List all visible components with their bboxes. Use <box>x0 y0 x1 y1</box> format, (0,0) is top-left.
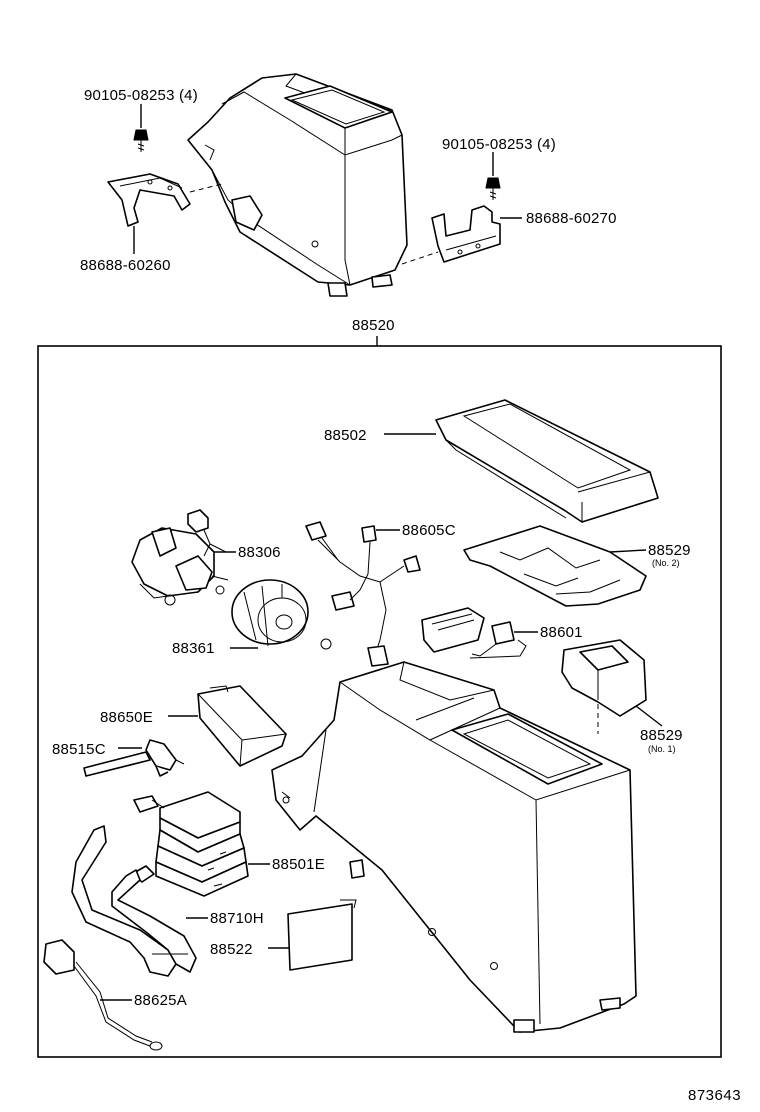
assembly-frame <box>37 345 722 1058</box>
label-fan: 88361 <box>172 640 215 657</box>
bracket-right-illustration <box>401 152 522 265</box>
fan-illustration <box>231 579 332 650</box>
motor-illustration <box>131 509 229 606</box>
label-bracket-left: 88688-60260 <box>80 257 171 274</box>
relay-illustration <box>197 685 287 767</box>
switch-illustration <box>421 607 527 659</box>
label-thermistor: 88515C <box>52 741 106 758</box>
lid-illustration <box>435 399 659 523</box>
label-hose: 88710H <box>210 910 264 927</box>
console-main-illustration <box>271 661 637 1033</box>
label-wire: 88625A <box>134 992 187 1009</box>
wire-illustration <box>43 939 163 1051</box>
label-bolt-left: 90105-08253 (4) <box>84 87 198 104</box>
evaporator-illustration <box>131 791 249 897</box>
label-wire-harness: 88605C <box>402 522 456 539</box>
label-insulator-no1: 88529 <box>640 727 683 744</box>
hose-illustration <box>71 825 197 977</box>
insulator-no1-illustration <box>561 639 647 734</box>
label-insulator-no2: 88529 <box>648 542 691 559</box>
thermistor-illustration <box>83 739 185 777</box>
label-insulator-no2-note: (No. 2) <box>652 558 680 568</box>
pad-illustration <box>287 899 357 971</box>
label-assembly: 88520 <box>352 317 395 334</box>
label-pad: 88522 <box>210 941 253 958</box>
label-bolt-right: 90105-08253 (4) <box>442 136 556 153</box>
label-motor: 88306 <box>238 544 281 561</box>
insulator-no2-illustration <box>463 525 647 607</box>
wire-harness-illustration <box>305 521 421 667</box>
label-insulator-no1-note: (No. 1) <box>648 744 676 754</box>
label-evaporator: 88501E <box>272 856 325 873</box>
label-lid: 88502 <box>324 427 367 444</box>
bracket-left-illustration <box>107 104 223 227</box>
label-switch: 88601 <box>540 624 583 641</box>
diagram-ref-number: 873643 <box>688 1087 741 1104</box>
console-top-illustration <box>187 73 408 297</box>
label-relay: 88650E <box>100 709 153 726</box>
label-bracket-right: 88688-60270 <box>526 210 617 227</box>
